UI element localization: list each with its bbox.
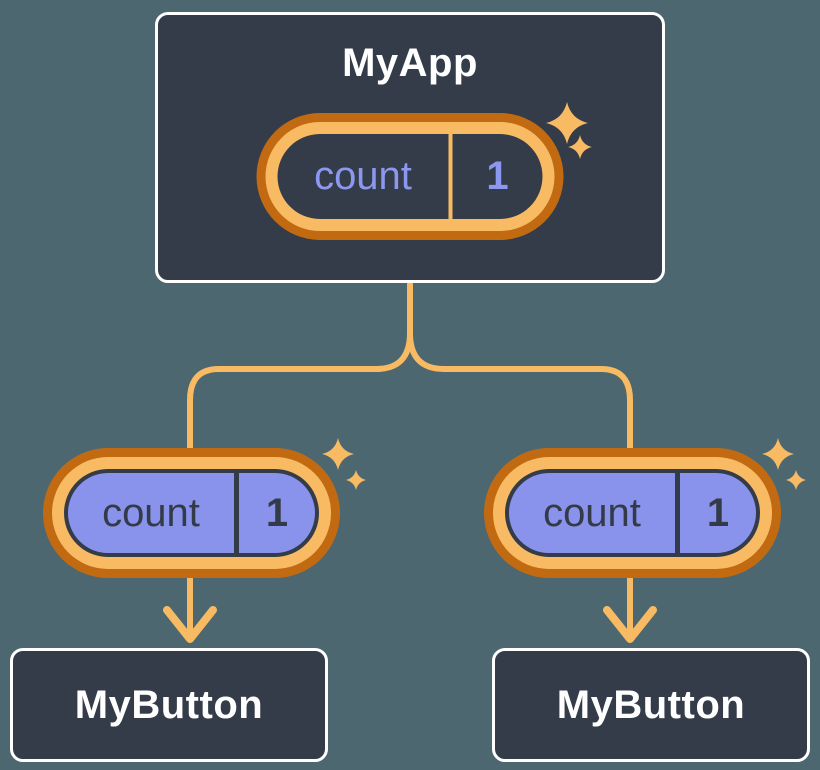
state-divider <box>448 134 453 219</box>
state-pill-ring: count 1 <box>265 122 555 231</box>
state-pill-ring: count 1 <box>52 457 331 569</box>
state-pill-body: count 1 <box>68 473 315 553</box>
node-title: MyButton <box>74 682 264 727</box>
state-name-label: count <box>314 154 412 198</box>
node-myapp: MyApp count 1 <box>155 12 665 283</box>
state-pill-ring: count 1 <box>493 457 772 569</box>
node-title: MyApp <box>342 41 478 85</box>
state-pill-body: count 1 <box>509 473 756 553</box>
arrow-down-icon <box>603 575 657 643</box>
connector-root-to-left-child <box>187 281 413 455</box>
state-name-label: count <box>543 490 641 535</box>
arrow-down-icon <box>163 575 217 643</box>
state-value-label: 1 <box>706 490 730 535</box>
state-divider <box>234 473 239 553</box>
node-mybutton-left: MyButton <box>10 648 328 762</box>
state-divider <box>675 473 680 553</box>
state-pill-root: count 1 <box>256 113 564 240</box>
state-value-label: 1 <box>486 154 509 198</box>
node-mybutton-right: MyButton <box>492 648 810 762</box>
state-pill-outline: count 1 <box>64 469 319 557</box>
state-name-label: count <box>102 490 200 535</box>
state-pill-body: count 1 <box>277 134 543 219</box>
state-value-label: 1 <box>265 490 289 535</box>
node-title: MyButton <box>556 682 746 727</box>
state-pill-left: count 1 <box>43 448 340 578</box>
state-pill-right: count 1 <box>484 448 781 578</box>
state-pill-outline: count 1 <box>505 469 760 557</box>
connector-root-to-right-child <box>407 281 633 455</box>
